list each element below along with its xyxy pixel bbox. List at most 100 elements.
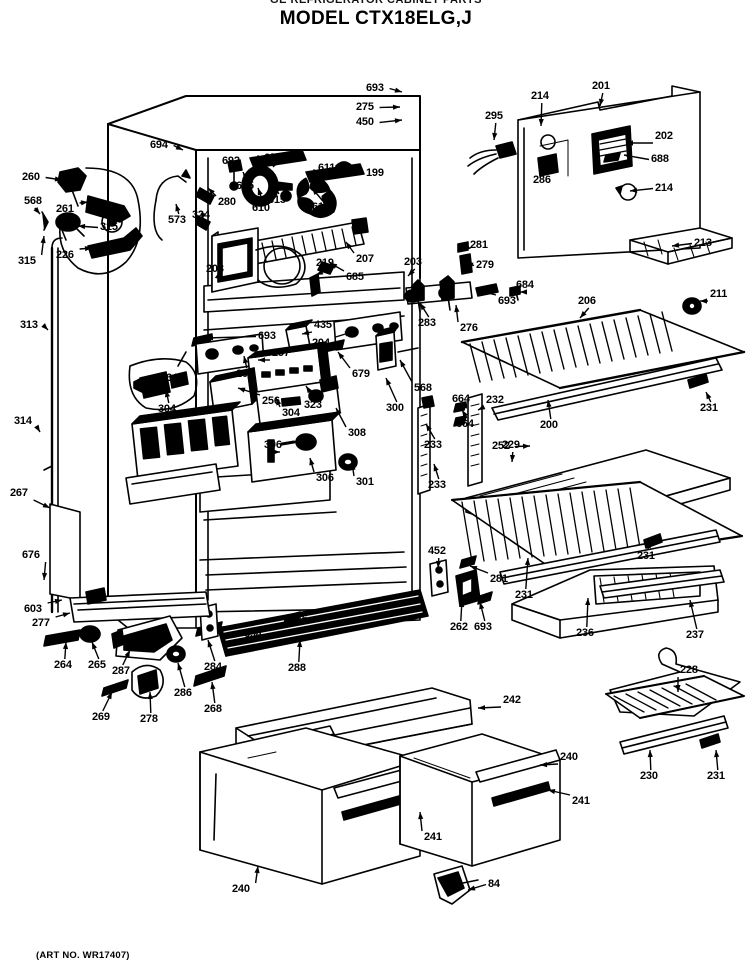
callout-324: 324 [192,209,210,221]
leader-arrow-304 [164,390,171,398]
callout-313: 313 [20,319,38,331]
callout-304b: 304 [282,407,300,419]
callout-229: 229 [502,439,520,451]
leader-arrow-295 [492,132,498,140]
callout-679: 679 [352,368,370,380]
callout-279: 279 [476,259,494,271]
leader-arrow-241b [418,812,424,820]
leader-arrow-288 [297,640,303,648]
callout-573: 573 [168,214,186,226]
callout-664b: 664 [456,418,474,430]
leader-arrow-236 [585,598,591,606]
leader-arrow-214 [538,118,544,126]
leader-arrow-610 [257,188,263,196]
leader-arrow-323 [306,386,313,394]
leader-arrow-204 [344,331,352,337]
leader-arrow-693 [394,87,402,93]
leader-arrow-199 [349,170,357,176]
leader-arrow-269 [106,692,112,700]
leader-arrow-611b [327,172,334,178]
leader-arrow-300 [386,378,392,386]
leader-arrow-664b [462,410,468,418]
callout-693b: 693 [258,330,276,342]
leader-arrow-280 [208,188,215,195]
callout-688: 688 [651,153,669,165]
leader-arrow-286c [292,617,300,623]
callout-242: 242 [503,694,521,706]
callout-693d: 693 [474,621,492,633]
leader-arrow-283 [420,303,426,311]
callout-315b: 315 [18,255,36,267]
leader-arrow-277 [62,612,70,618]
callout-281: 281 [470,239,488,251]
callout-219: 219 [316,257,334,269]
leader-arrow-233b [433,464,439,472]
leader-arrow-219 [316,269,324,275]
leader-arrow-301 [350,463,356,471]
leader-arrow-213 [672,242,680,248]
leader-arrow-226 [84,245,92,252]
leader-arrow-228 [675,685,681,692]
leader-arrow-231d [714,750,720,758]
callout-323: 323 [304,399,322,411]
callout-214b: 214 [655,182,673,194]
callout-284: 284 [204,661,222,673]
callout-231d: 231 [707,770,725,782]
callout-204: 204 [312,337,330,349]
callout-281b: 281 [490,573,508,585]
leader-arrow-203 [214,273,222,280]
leader-arrow-242 [478,705,486,711]
callout-694b: 694 [244,628,262,640]
callout-232: 232 [486,394,504,406]
leader-arrow-648 [173,374,179,382]
leader-arrow-256 [238,387,246,393]
callout-693c: 693 [498,295,516,307]
callout-610: 610 [252,202,270,214]
callout-314: 314 [14,415,32,427]
leader-arrow-286 [541,160,547,168]
callout-213: 213 [694,237,712,249]
leader-arrow-693d [479,602,485,610]
leader-arrow-241 [548,789,556,795]
leader-arrow-84 [468,885,476,891]
callout-276: 276 [460,322,478,334]
callout-685: 685 [346,271,364,283]
callout-265: 265 [88,659,106,671]
callout-693: 693 [366,82,384,94]
callout-252: 252 [492,440,510,452]
callout-200: 200 [540,419,558,431]
leader-arrow-231c [645,541,651,549]
leader-arrow-306 [273,449,280,455]
leader-arrow-314 [34,424,40,432]
leader-arrow-568b [400,360,406,368]
callout-260: 260 [22,171,40,183]
callout-202: 202 [655,130,673,142]
leader-arrow-264 [62,642,69,650]
leader-arrow-694b [228,632,236,638]
callout-257: 257 [272,347,290,359]
callout-435: 435 [314,319,332,331]
callout-286: 286 [533,174,551,186]
leader-arrow-275 [392,104,400,110]
callout-286b: 286 [174,687,192,699]
callout-262: 262 [450,621,468,633]
leader-arrow-676 [42,572,48,580]
leader-arrow-315b [40,236,46,244]
callout-256: 256 [262,395,280,407]
leader-arrow-286b [177,663,183,671]
callout-275: 275 [356,101,374,113]
callout-615b: 615 [268,194,286,206]
leader-arrow-240 [540,762,548,768]
callout-684: 684 [516,279,534,291]
callout-280: 280 [218,196,236,208]
leader-arrow-452 [435,560,442,568]
leader-arrow-261 [80,200,88,206]
callout-615: 615 [236,180,254,192]
leader-arrow-233 [426,424,432,432]
leader-arrow-284 [207,640,213,648]
leader-arrow-229 [509,454,516,462]
callout-269: 269 [92,711,110,723]
leader-arrow-232 [478,404,486,410]
leader-arrow-692 [232,165,239,171]
